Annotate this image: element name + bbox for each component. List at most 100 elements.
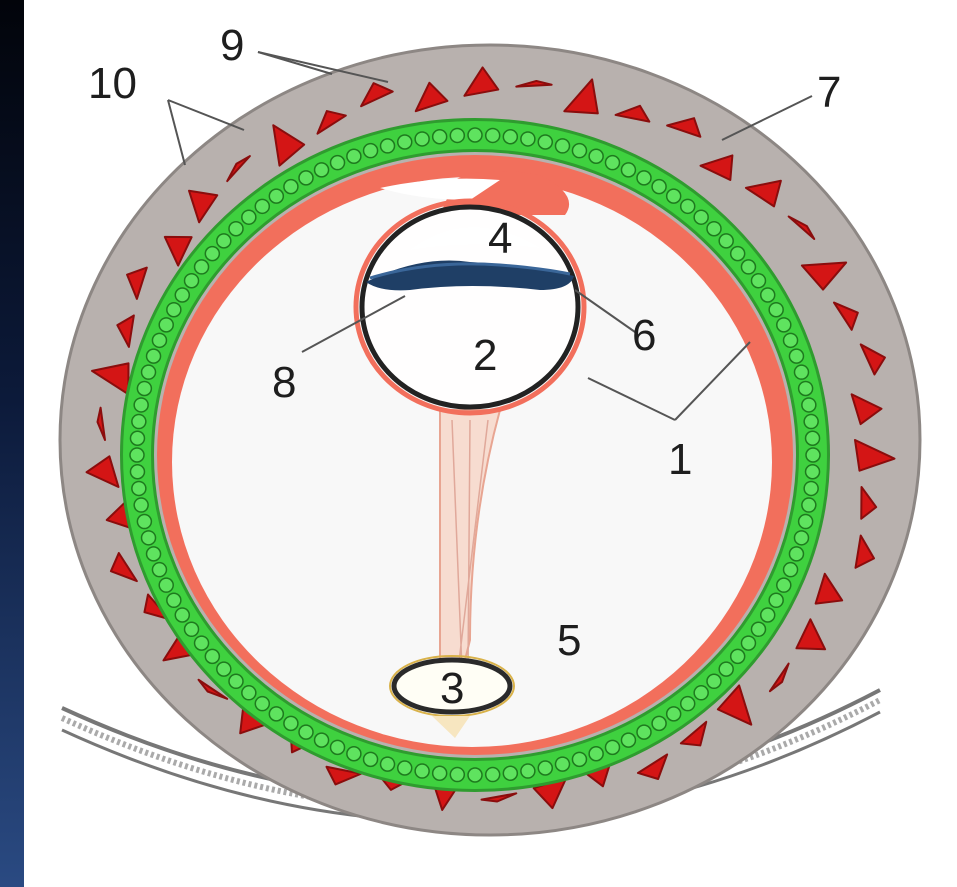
trophoblast-cell <box>769 303 783 317</box>
trophoblast-cell <box>284 716 298 730</box>
trophoblast-cell <box>468 128 482 142</box>
trophoblast-cell <box>572 144 586 158</box>
trophoblast-cell <box>521 764 535 778</box>
trophoblast-cell <box>731 247 745 261</box>
trophoblast-cell <box>521 132 535 146</box>
label-1: 1 <box>668 435 692 484</box>
trophoblast-cell <box>652 716 666 730</box>
trophoblast-cell <box>503 130 517 144</box>
trophoblast-cell <box>799 381 813 395</box>
trophoblast-cell <box>751 274 765 288</box>
trophoblast-cell <box>777 318 791 332</box>
trophoblast-cell <box>229 222 243 236</box>
trophoblast-cell <box>195 636 209 650</box>
trophoblast-cell <box>468 768 482 782</box>
trophoblast-cell <box>147 349 161 363</box>
trophoblast-cell <box>751 622 765 636</box>
trophoblast-cell <box>195 260 209 274</box>
trophoblast-cell <box>789 547 803 561</box>
trophoblast-cell <box>205 649 219 663</box>
trophoblast-cell <box>398 761 412 775</box>
trophoblast-cell <box>347 747 361 761</box>
trophoblast-cell <box>167 303 181 317</box>
trophoblast-cell <box>637 171 651 185</box>
trophoblast-cell <box>538 761 552 775</box>
trophoblast-cell <box>681 199 695 213</box>
trophoblast-cell <box>652 180 666 194</box>
trophoblast-cell <box>555 757 569 771</box>
label-9: 9 <box>220 21 244 70</box>
trophoblast-cell <box>142 365 156 379</box>
trophoblast-cell <box>381 757 395 771</box>
trophoblast-cell <box>167 593 181 607</box>
trophoblast-cell <box>347 149 361 163</box>
trophoblast-cell <box>152 333 166 347</box>
trophoblast-cell <box>331 740 345 754</box>
trophoblast-cell <box>789 349 803 363</box>
trophoblast-cell <box>589 149 603 163</box>
trophoblast-cell <box>802 398 816 412</box>
trophoblast-cell <box>132 481 146 495</box>
trophoblast-cell <box>175 288 189 302</box>
trophoblast-cell <box>761 288 775 302</box>
trophoblast-cell <box>130 465 144 479</box>
label-2: 2 <box>473 331 497 380</box>
trophoblast-cell <box>130 431 144 445</box>
trophoblast-cell <box>719 662 733 676</box>
trophoblast-cell <box>784 563 798 577</box>
trophoblast-cell <box>667 189 681 203</box>
trophoblast-cell <box>806 465 820 479</box>
trophoblast-cell <box>804 415 818 429</box>
trophoblast-cell <box>806 448 820 462</box>
trophoblast-cell <box>134 498 148 512</box>
trophoblast-cell <box>694 686 708 700</box>
trophoblast-cell <box>681 697 695 711</box>
trophoblast-cell <box>589 747 603 761</box>
trophoblast-cell <box>719 234 733 248</box>
trophoblast-cell <box>255 697 269 711</box>
trophoblast-cell <box>364 144 378 158</box>
trophoblast-cell <box>269 707 283 721</box>
trophoblast-cell <box>205 247 219 261</box>
trophoblast-cell <box>217 662 231 676</box>
trophoblast-cell <box>707 222 721 236</box>
trophoblast-cell <box>130 448 144 462</box>
trophoblast-cell <box>741 636 755 650</box>
trophoblast-cell <box>621 733 635 747</box>
trophoblast-cell <box>486 768 500 782</box>
trophoblast-cell <box>799 515 813 529</box>
trophoblast-cell <box>707 674 721 688</box>
label-6: 6 <box>632 311 656 360</box>
trophoblast-cell <box>364 752 378 766</box>
trophoblast-cell <box>806 431 820 445</box>
trophoblast-cell <box>802 498 816 512</box>
trophoblast-cell <box>621 163 635 177</box>
trophoblast-cell <box>132 415 146 429</box>
trophoblast-cell <box>450 128 464 142</box>
trophoblast-cell <box>381 139 395 153</box>
trophoblast-cell <box>185 622 199 636</box>
trophoblast-cell <box>175 608 189 622</box>
trophoblast-cell <box>605 740 619 754</box>
trophoblast-cell <box>605 156 619 170</box>
trophoblast-cell <box>667 707 681 721</box>
trophoblast-cell <box>134 398 148 412</box>
trophoblast-cell <box>741 260 755 274</box>
label-7: 7 <box>817 68 841 117</box>
trophoblast-cell <box>555 139 569 153</box>
trophoblast-cell <box>794 531 808 545</box>
label-5: 5 <box>557 616 581 665</box>
trophoblast-cell <box>761 608 775 622</box>
trophoblast-cell <box>503 766 517 780</box>
trophoblast-cell <box>137 515 151 529</box>
trophoblast-cell <box>450 768 464 782</box>
trophoblast-cell <box>142 531 156 545</box>
trophoblast-cell <box>433 766 447 780</box>
trophoblast-cell <box>255 199 269 213</box>
trophoblast-cell <box>137 381 151 395</box>
trophoblast-cell <box>152 563 166 577</box>
trophoblast-cell <box>299 725 313 739</box>
trophoblast-cell <box>159 578 173 592</box>
